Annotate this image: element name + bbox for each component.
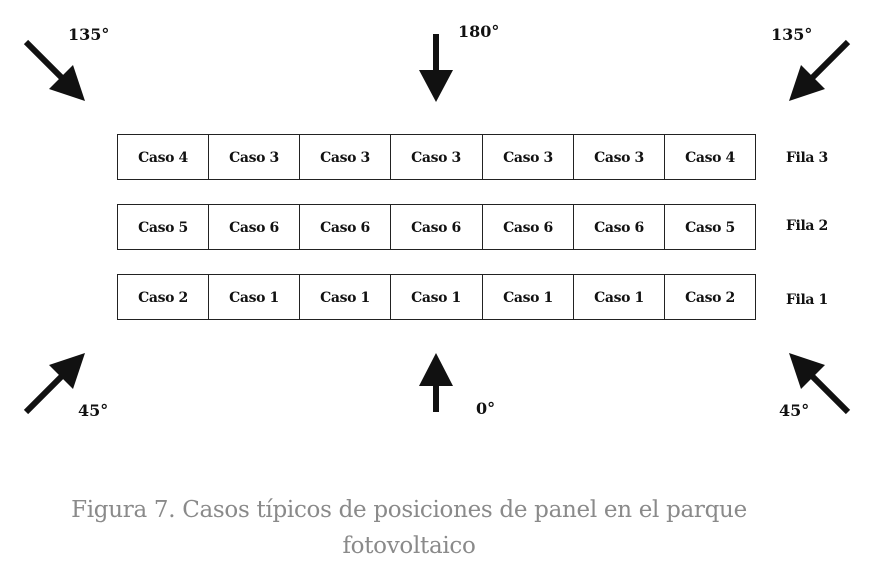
angle-label-bottom-right: 45° (779, 401, 809, 420)
panel-cell: Caso 5 (685, 220, 735, 236)
panel-cell: Caso 1 (411, 290, 461, 306)
arrow-top-left-icon (23, 39, 85, 101)
angle-label-top-left: 135° (68, 25, 109, 44)
arrow-bottom-right-icon (789, 353, 851, 415)
arrow-top-center-icon (419, 34, 453, 102)
figure-caption: Figura 7. Casos típicos de posiciones de… (0, 492, 818, 564)
panel-cell: Caso 3 (320, 150, 370, 166)
panel-cell: Caso 6 (229, 220, 279, 236)
panel-cell: Caso 1 (503, 290, 553, 306)
panel-cell: Caso 4 (685, 150, 735, 166)
row-label: Fila 1 (786, 292, 828, 308)
panel-cell: Caso 1 (320, 290, 370, 306)
arrow-bottom-center-icon (419, 353, 453, 412)
panel-cell: Caso 5 (138, 220, 188, 236)
panel-row-border (117, 274, 756, 320)
angle-label-bottom-left: 45° (78, 401, 108, 420)
wind-direction-arrows (23, 34, 851, 415)
panel-cell: Caso 3 (411, 150, 461, 166)
panel-row-fila-1: Caso 2 Caso 1 Caso 1 Caso 1 Caso 1 Caso … (117, 274, 828, 320)
figure-caption-line-2: fotovoltaico (342, 533, 476, 559)
panel-row-fila-3: Caso 4 Caso 3 Caso 3 Caso 3 Caso 3 Caso … (117, 134, 828, 180)
row-label: Fila 3 (786, 150, 828, 166)
row-label: Fila 2 (786, 218, 828, 234)
panel-cell: Caso 6 (411, 220, 461, 236)
panel-position-diagram: 135° 180° 135° 45° 0° 45° Caso 4 Caso 3 … (23, 22, 851, 420)
arrow-bottom-left-icon (23, 353, 85, 415)
panel-cell: Caso 6 (594, 220, 644, 236)
panel-cell: Caso 3 (229, 150, 279, 166)
angle-label-bottom-center: 0° (476, 399, 495, 418)
angle-label-top-right: 135° (771, 25, 812, 44)
panel-cell: Caso 1 (229, 290, 279, 306)
panel-cell: Caso 1 (594, 290, 644, 306)
panel-row-fila-2: Caso 5 Caso 6 Caso 6 Caso 6 Caso 6 Caso … (117, 204, 828, 250)
panel-cell: Caso 3 (503, 150, 553, 166)
panel-cell: Caso 4 (138, 150, 188, 166)
panel-cell: Caso 6 (503, 220, 553, 236)
panel-cell: Caso 6 (320, 220, 370, 236)
panel-row-border (117, 134, 756, 180)
panel-row-border (117, 204, 756, 250)
panel-cell: Caso 2 (685, 290, 735, 306)
angle-label-top-center: 180° (458, 22, 499, 41)
panel-cell: Caso 3 (594, 150, 644, 166)
panel-cell: Caso 2 (138, 290, 188, 306)
figure-caption-line-1: Figura 7. Casos típicos de posiciones de… (71, 497, 747, 523)
arrow-top-right-icon (789, 39, 851, 101)
